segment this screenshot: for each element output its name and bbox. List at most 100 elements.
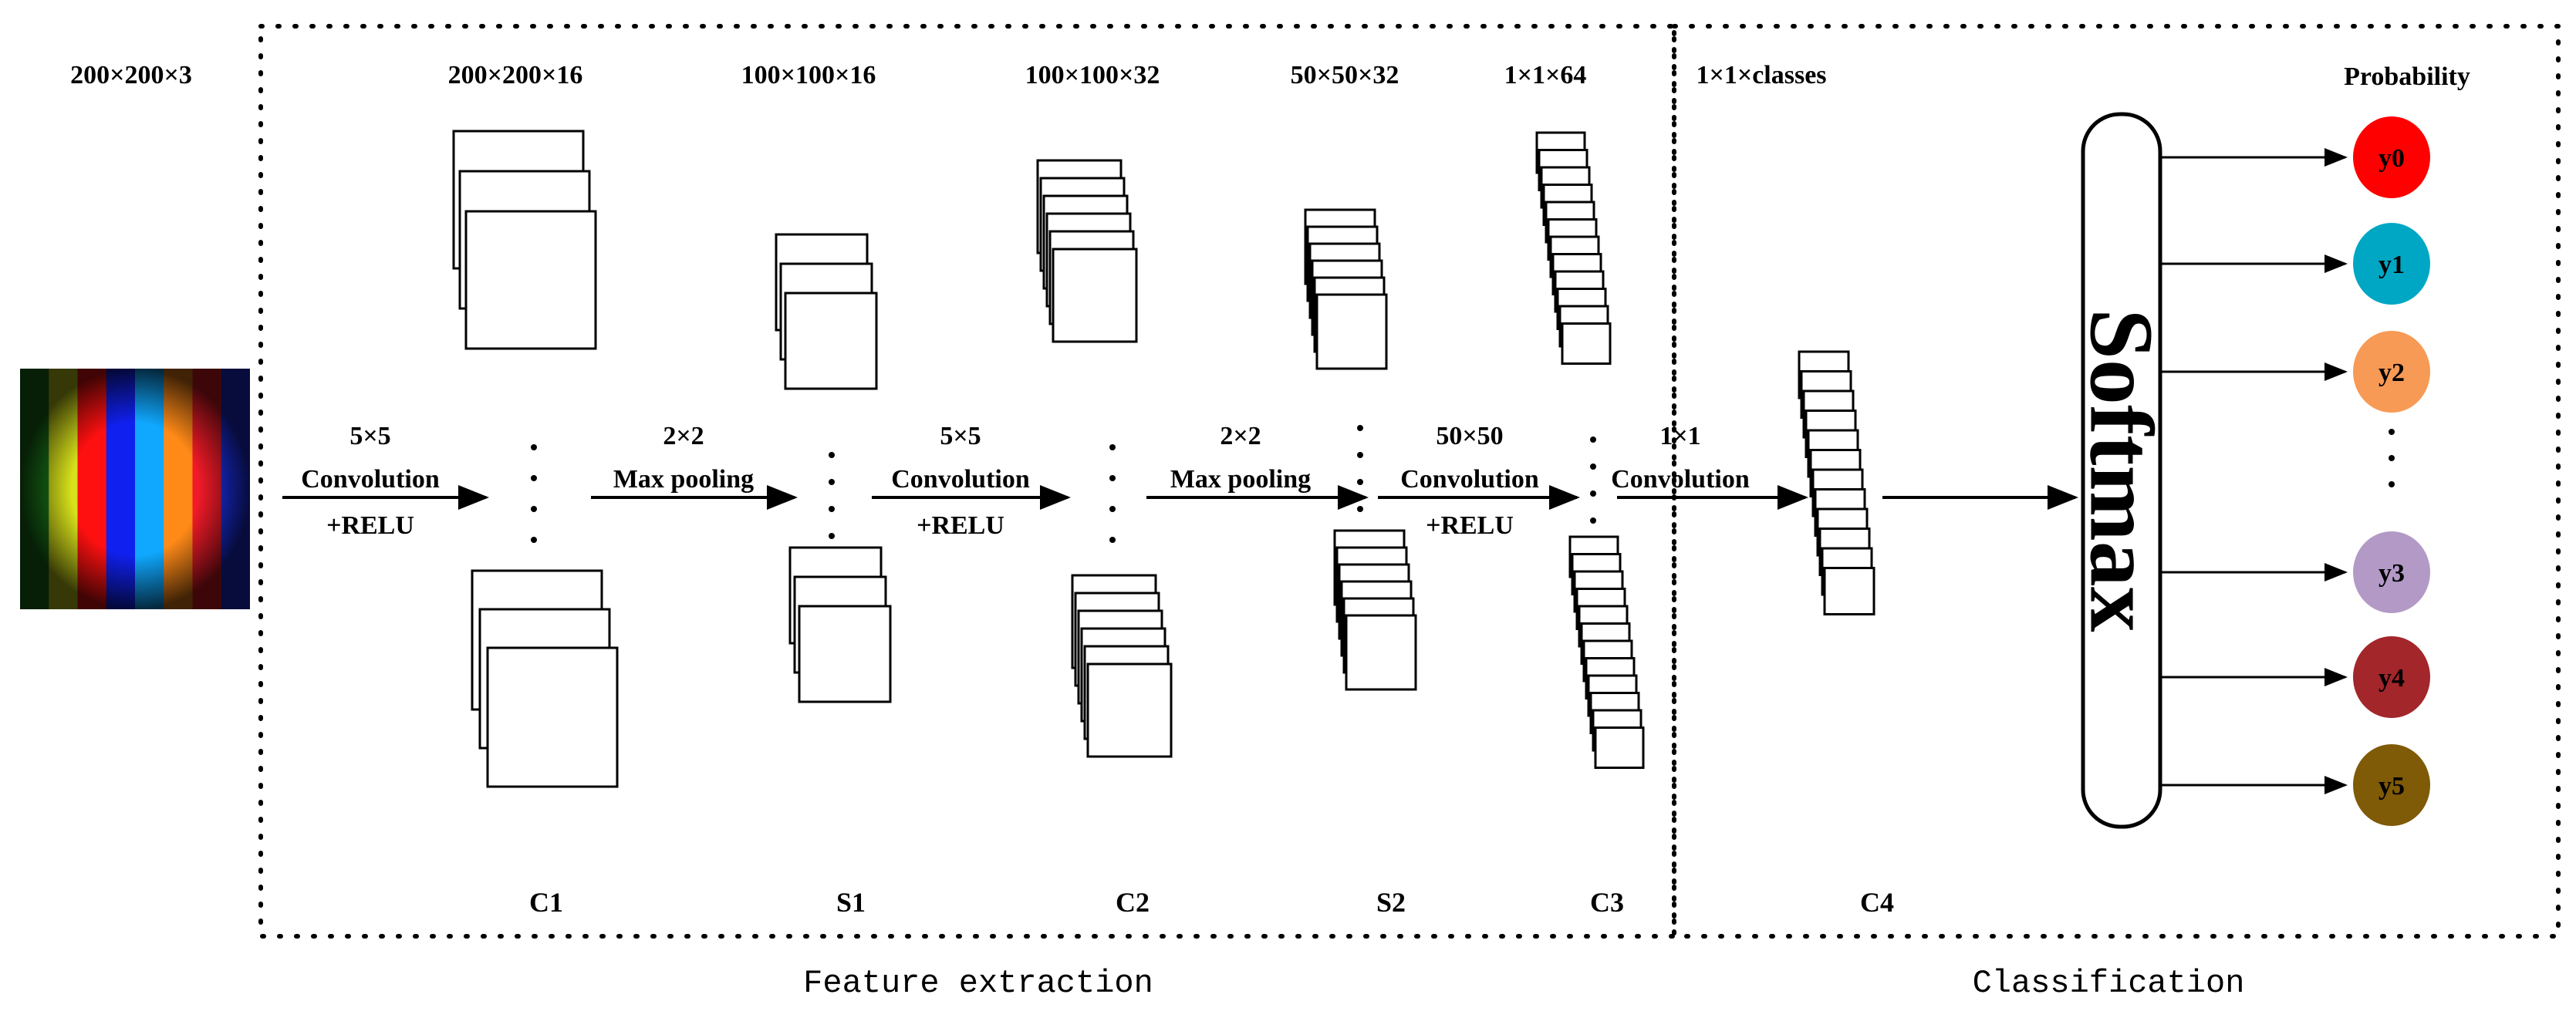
op-name: Max pooling <box>613 465 754 494</box>
ellipsis-dot <box>829 479 835 485</box>
feature-map-stacks <box>452 130 1875 788</box>
op-activation: +RELU <box>1426 511 1514 540</box>
probability-node <box>2353 531 2430 613</box>
output-y2: y2 <box>2160 331 2430 413</box>
c2-bottom-stack <box>1071 574 1173 758</box>
feature-map <box>1823 567 1875 615</box>
feature-extraction-boundary <box>258 24 1676 939</box>
op-activation: +RELU <box>917 511 1004 540</box>
layer-c2: C2 <box>1116 887 1150 918</box>
op-kernel-size: 2×2 <box>1220 422 1261 450</box>
probability-node-label: y0 <box>2378 144 2405 173</box>
c3-bottom-stack <box>1568 535 1645 769</box>
c3-top-stack <box>1535 131 1612 365</box>
ellipsis-dot <box>531 475 537 481</box>
feature-map <box>1594 726 1645 769</box>
c1-bottom-stack <box>471 569 619 788</box>
probability-node-label: y5 <box>2378 772 2405 801</box>
probability-node-label: y1 <box>2378 251 2405 279</box>
op-name: Max pooling <box>1170 465 1311 494</box>
feature-map <box>1086 662 1173 758</box>
ellipsis-dot <box>531 444 537 450</box>
layer-s2: S2 <box>1376 887 1406 918</box>
c4-stack <box>1798 350 1875 615</box>
output-y0: y0 <box>2160 116 2430 198</box>
feature-map <box>1345 614 1417 691</box>
s1-dims: 100×100×16 <box>741 61 876 89</box>
ellipsis-dot <box>1109 506 1116 512</box>
op-name: Convolution <box>301 465 440 494</box>
feature-map <box>798 605 892 703</box>
ellipsis-dot <box>829 533 835 539</box>
ellipsis-dot <box>1357 452 1363 458</box>
ellipsis-dot <box>1590 490 1596 497</box>
ellipsis-dot <box>1357 425 1363 431</box>
output-ellipsis <box>2389 429 2395 487</box>
output-y5: y5 <box>2160 744 2430 826</box>
probability-node-label: y4 <box>2378 664 2405 693</box>
op-kernel-size: 2×2 <box>663 422 704 450</box>
feature-map <box>784 292 878 390</box>
layer-c3: C3 <box>1590 887 1624 918</box>
feature-map <box>486 646 619 788</box>
ellipsis-dot <box>1590 517 1596 524</box>
s2-bottom-stack <box>1333 529 1417 691</box>
output-nodes: y0 y1 y2 y3 y4 y5 <box>2160 116 2430 826</box>
probability-node <box>2353 331 2430 413</box>
layer-c4: C4 <box>1860 887 1894 918</box>
c4-dims: 1×1×classes <box>1696 61 1826 89</box>
ellipsis-dot <box>531 537 537 543</box>
ellipsis-dot <box>531 506 537 512</box>
ellipsis-dot <box>1109 537 1116 543</box>
ellipsis-dot <box>829 452 835 458</box>
ellipsis-dot <box>1109 475 1116 481</box>
op-kernel-size: 50×50 <box>1436 422 1503 450</box>
output-y4: y4 <box>2160 636 2430 718</box>
op-activation: +RELU <box>326 511 414 540</box>
s2-dims: 50×50×32 <box>1291 61 1399 89</box>
probability-node-label: y3 <box>2378 559 2405 588</box>
probability-node-label: y2 <box>2378 359 2405 387</box>
s2-top-stack <box>1304 208 1388 370</box>
op-name: Convolution <box>1611 465 1750 494</box>
c1-top-stack <box>452 130 597 350</box>
ellipsis-dot <box>1357 506 1363 512</box>
op-name: Convolution <box>1400 465 1539 494</box>
output-y3: y3 <box>2160 531 2430 613</box>
ellipsis-dot <box>829 506 835 512</box>
c2-dims: 100×100×32 <box>1025 61 1160 89</box>
op-kernel-size: 1×1 <box>1659 422 1700 450</box>
s1-bottom-stack <box>788 546 892 703</box>
ellipsis-dot <box>1357 479 1363 485</box>
op-kernel-size: 5×5 <box>349 422 390 450</box>
classification-title: Classification <box>1973 965 2245 1002</box>
feature-extraction-title: Feature extraction <box>803 965 1153 1002</box>
feature-map <box>1315 293 1388 370</box>
softmax-label: Softmax <box>2071 308 2173 632</box>
c3-dims: 1×1×64 <box>1504 61 1587 89</box>
feature-map <box>1052 248 1138 343</box>
probability-label: Probability <box>2344 62 2470 91</box>
layer-s1: S1 <box>836 887 866 918</box>
c2-top-stack <box>1036 159 1138 343</box>
op-kernel-size: 5×5 <box>940 422 981 450</box>
probability-node <box>2353 744 2430 826</box>
s1-top-stack <box>775 233 878 390</box>
ellipsis-dot <box>1590 463 1596 470</box>
ellipsis-dot <box>1590 437 1596 443</box>
feature-map <box>464 210 597 350</box>
probability-node <box>2353 223 2430 305</box>
classification-boundary <box>1672 24 2561 939</box>
feature-map <box>1561 322 1612 365</box>
ellipsis-dot <box>1109 444 1116 450</box>
op-name: Convolution <box>891 465 1030 494</box>
probability-node <box>2353 116 2430 198</box>
layer-c1: C1 <box>529 887 563 918</box>
input-image <box>20 369 250 609</box>
